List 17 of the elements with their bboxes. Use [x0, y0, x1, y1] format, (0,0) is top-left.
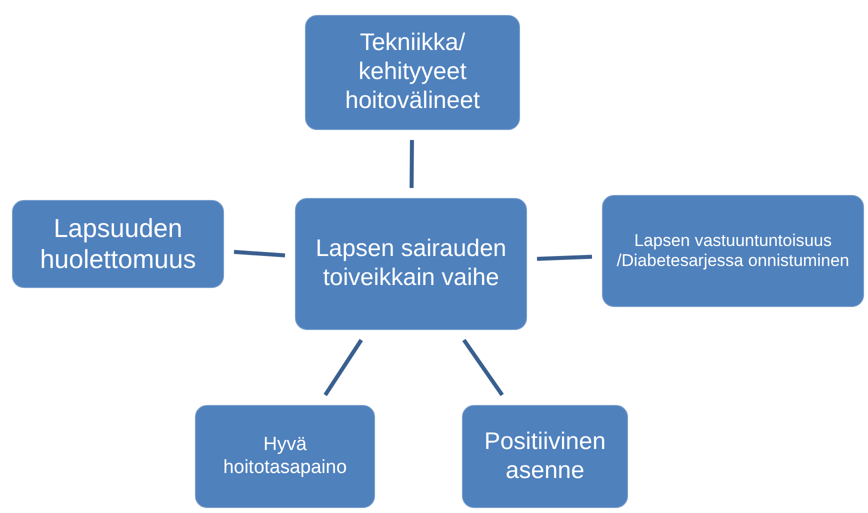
rounded-box — [12, 200, 224, 288]
connector-line — [536, 254, 592, 261]
connector-line — [462, 338, 504, 396]
rounded-box — [462, 405, 628, 508]
box-label: Lapsuuden huolettomuus — [38, 212, 198, 276]
rounded-box — [602, 195, 864, 307]
box-label: Hyvä hoitotasapaino — [222, 434, 348, 480]
rounded-box — [195, 405, 375, 508]
box-label: Lapsen vastuuntuntoisuus /Diabetesarjessa onnistuminen — [616, 230, 850, 272]
rounded-box — [305, 15, 520, 130]
box-label: Lapsen sairauden toiveikkain vaihe — [314, 235, 508, 293]
connector-line — [410, 140, 414, 188]
box-label: Positiivinen asenne — [483, 428, 607, 486]
connector-line — [324, 338, 363, 396]
rounded-box — [295, 198, 527, 330]
box-label: Tekniikka/ kehityyeet hoitovälineet — [344, 29, 481, 116]
connector-line — [234, 250, 286, 258]
